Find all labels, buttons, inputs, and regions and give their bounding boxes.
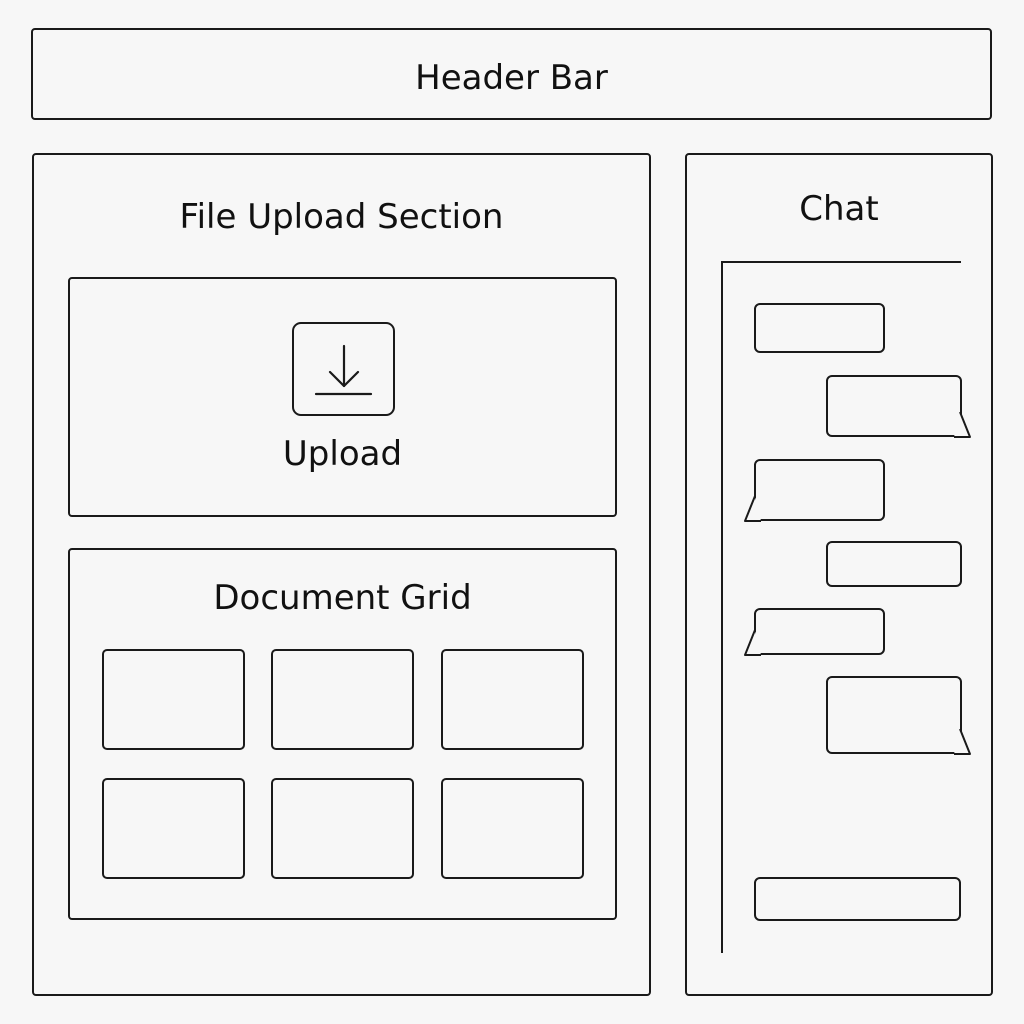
chat-bubble-tail [954,411,971,438]
upload-dropzone[interactable]: Upload [68,277,617,517]
document-tile[interactable] [441,778,584,879]
download-arrow-icon [314,344,373,396]
chat-input[interactable] [754,877,961,921]
chat-divider [721,261,723,953]
chat-message-incoming [754,459,885,521]
document-tile[interactable] [441,649,584,750]
chat-panel: Chat [685,153,993,996]
chat-bubble-tail [954,728,971,755]
document-tile[interactable] [271,649,414,750]
upload-button[interactable] [292,322,395,416]
document-tile[interactable] [271,778,414,879]
chat-bubble-tail [744,629,761,656]
chat-message-outgoing [826,541,962,587]
chat-bubble-tail [744,495,761,522]
upload-label: Upload [282,434,403,474]
document-tile[interactable] [102,649,245,750]
header-bar: Header Bar [31,28,992,120]
header-title: Header Bar [415,58,608,98]
document-tile[interactable] [102,778,245,879]
chat-message-outgoing [826,676,962,754]
file-upload-section: File Upload Section Upload Document Grid [32,153,651,996]
chat-message-incoming [754,608,885,655]
chat-divider [721,261,961,263]
document-grid-title: Document Grid [213,578,472,618]
chat-message-incoming [754,303,885,353]
chat-message-outgoing [826,375,962,437]
file-upload-section-title: File Upload Section [179,197,504,237]
document-grid: Document Grid [68,548,617,920]
chat-title: Chat [799,189,879,229]
